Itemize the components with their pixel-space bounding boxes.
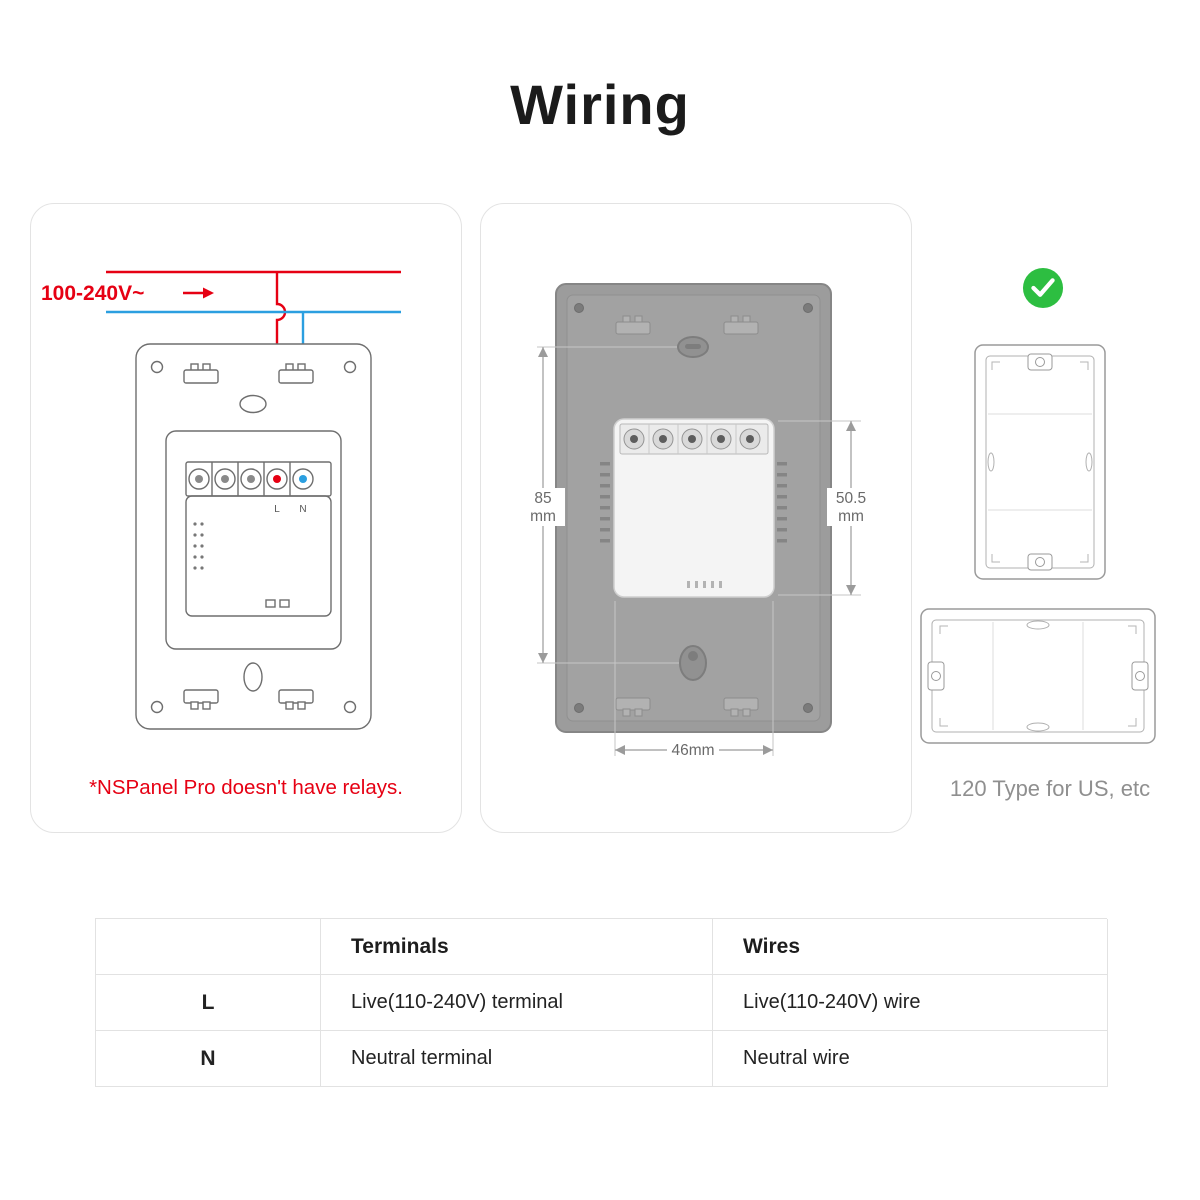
wiring-diagram: 100-240V~ [41,270,403,799]
relay-note: *NSPanel Pro doesn't have relays. [89,776,403,799]
compatible-check [1022,267,1064,309]
terminal [188,468,210,490]
wiring-diagram-panel: 100-240V~ [30,203,462,833]
table-row-n-terminal: Neutral terminal [321,1031,713,1087]
terminal-screws [623,428,761,450]
dim-50-unit: mm [838,508,864,525]
dim-50-value: 50.5 [836,490,866,507]
mounting-tab [183,689,314,710]
screw-boss [1027,353,1053,571]
mounting-slot-bottom [679,645,707,681]
box-type-caption: 120 Type for US, etc [949,776,1151,801]
dim-85-value: 85 [534,490,551,507]
wall-panel-outline [135,343,372,730]
terminals-wires-table: Terminals Wires L Live(110-240V) termina… [95,918,1108,1087]
terminal-label-n: N [299,504,306,515]
table-row-l-terminal: Live(110-240V) terminal [321,975,713,1031]
device-back [555,283,832,733]
vent-dots [193,522,204,570]
panel-inner-frame [165,430,342,650]
mounting-slot-top [239,394,267,414]
module-vents [687,581,722,588]
dimensions-panel: 85 mm 50.5 mm 46mm [480,203,912,833]
mounting-tab [615,697,759,717]
module-clip [265,599,276,608]
page-title: Wiring [510,73,690,136]
screw [803,303,813,313]
knockout [1026,722,1050,732]
side-slot [1085,452,1093,472]
table-row-n-key: N [96,1031,321,1087]
mounting-tab [183,363,314,384]
flow-arrow-icon [183,287,214,299]
terminal [240,468,262,490]
screw [803,703,813,713]
device-back-diagram: 85 mm 50.5 mm 46mm [521,283,875,759]
screw-hole [343,360,357,374]
screw-hole [150,360,164,374]
terminal-live [266,468,288,490]
terminal-neutral [292,468,314,490]
mounting-box-landscape [920,608,1156,744]
check-icon [1022,267,1064,309]
mounting-tab [615,315,759,335]
table-header-empty [96,919,321,975]
dim-46-label: 46mm [671,742,714,759]
screw [574,703,584,713]
vent-slots [600,462,787,543]
module-body [185,495,332,617]
relay-module [185,461,332,617]
voltage-label: 100-240V~ [41,282,144,305]
table-header-terminals: Terminals [321,919,713,975]
side-slot [987,452,995,472]
screw [574,303,584,313]
module-clip [279,599,290,608]
screw-hole [343,700,357,714]
switch-module [613,418,775,598]
knockout [1026,620,1050,630]
terminal-label-l: L [274,504,280,515]
table-header-wires: Wires [713,919,1108,975]
panel-body [135,343,372,730]
screw-hole [150,700,164,714]
table-row-l-key: L [96,975,321,1031]
dim-85-unit: mm [530,508,556,525]
terminal [214,468,236,490]
screw-boss [927,661,1149,691]
dimension-arrows [538,347,856,755]
table-row-l-wire: Live(110-240V) wire [713,975,1108,1031]
mounting-slot-bottom [243,662,263,692]
extension-lines [537,346,861,756]
mounting-box-portrait [974,344,1106,580]
table-row-n-wire: Neutral wire [713,1031,1108,1087]
